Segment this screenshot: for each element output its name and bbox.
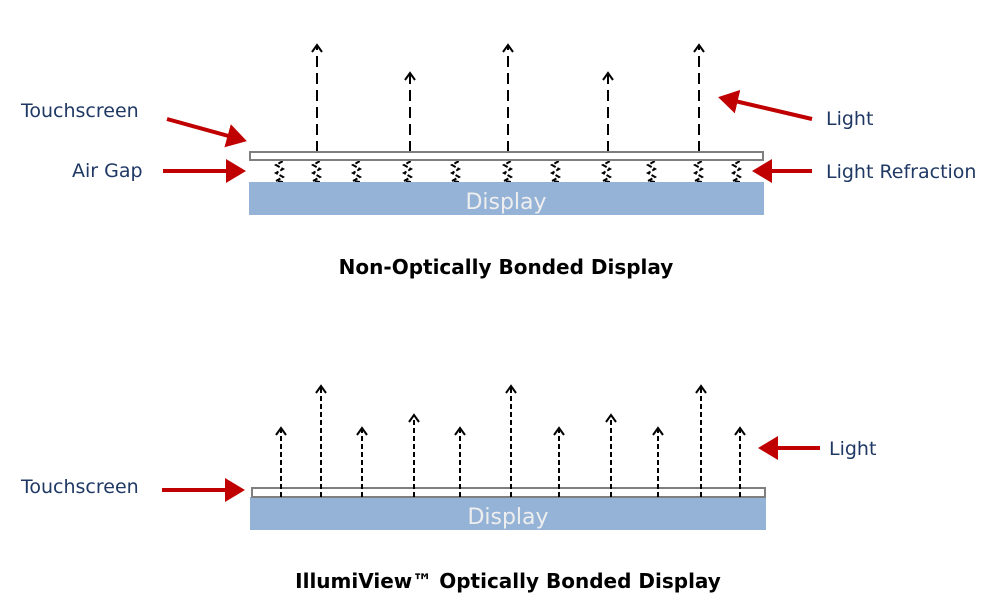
bottom-display-layer <box>250 497 766 530</box>
top-display-layer <box>249 182 764 215</box>
arrow-up-icon <box>502 43 514 53</box>
arrow-up-icon <box>553 426 565 436</box>
bottom-light-ray <box>275 426 287 497</box>
top-light-ray <box>602 71 614 152</box>
top-diagram-title: Non-Optically Bonded Display <box>339 255 674 279</box>
top-light-ray <box>404 71 416 152</box>
bottom-light-ray <box>505 384 517 497</box>
bottom-diagram: Display Touchscreen Light IllumiView™ Op… <box>20 384 876 593</box>
bottom-light-ray <box>695 384 707 497</box>
top-light-refraction-label: Light Refraction <box>826 161 976 183</box>
bottom-light-ray <box>356 426 368 497</box>
top-diagram: Display Touchscreen Air Gap Light Light … <box>20 43 976 279</box>
bottom-touchscreen-layer <box>251 487 766 498</box>
bottom-light-label: Light <box>829 438 876 460</box>
arrow-up-icon <box>693 43 705 53</box>
top-touchscreen-label: Touchscreen <box>20 100 139 122</box>
arrow-up-icon <box>311 43 323 53</box>
bottom-light-ray <box>454 426 466 497</box>
arrow-up-icon <box>315 384 327 394</box>
top-light-pointer-arrow <box>718 89 813 121</box>
top-light-ray <box>311 43 323 152</box>
arrow-up-icon <box>505 384 517 394</box>
arrow-up-icon <box>408 413 420 423</box>
bottom-light-ray <box>315 384 327 497</box>
arrow-up-icon <box>404 71 416 81</box>
bottom-diagram-title: IllumiView™ Optically Bonded Display <box>295 569 721 593</box>
top-light-ray <box>502 43 514 152</box>
bottom-touchscreen-label: Touchscreen <box>20 476 139 498</box>
arrow-up-icon <box>695 384 707 394</box>
top-display-label: Display <box>465 190 546 215</box>
bottom-display-label: Display <box>467 505 548 530</box>
arrow-up-icon <box>454 426 466 436</box>
top-air-gap-label: Air Gap <box>72 160 143 182</box>
top-light-label: Light <box>826 108 873 130</box>
arrow-up-icon <box>734 426 746 436</box>
arrow-up-icon <box>275 426 287 436</box>
bottom-light-ray <box>605 413 617 497</box>
top-touchscreen-pointer-arrow <box>166 117 247 148</box>
bottom-light-ray <box>408 413 420 497</box>
bottom-light-ray <box>553 426 565 497</box>
arrow-up-icon <box>602 71 614 81</box>
bottom-light-ray <box>652 426 664 497</box>
top-touchscreen-layer <box>249 151 764 161</box>
arrow-up-icon <box>356 426 368 436</box>
arrow-up-icon <box>605 413 617 423</box>
bottom-light-ray <box>734 426 746 497</box>
arrow-up-icon <box>652 426 664 436</box>
top-light-ray <box>693 43 705 152</box>
top-light-rays <box>311 43 705 152</box>
bottom-light-rays <box>275 384 746 497</box>
